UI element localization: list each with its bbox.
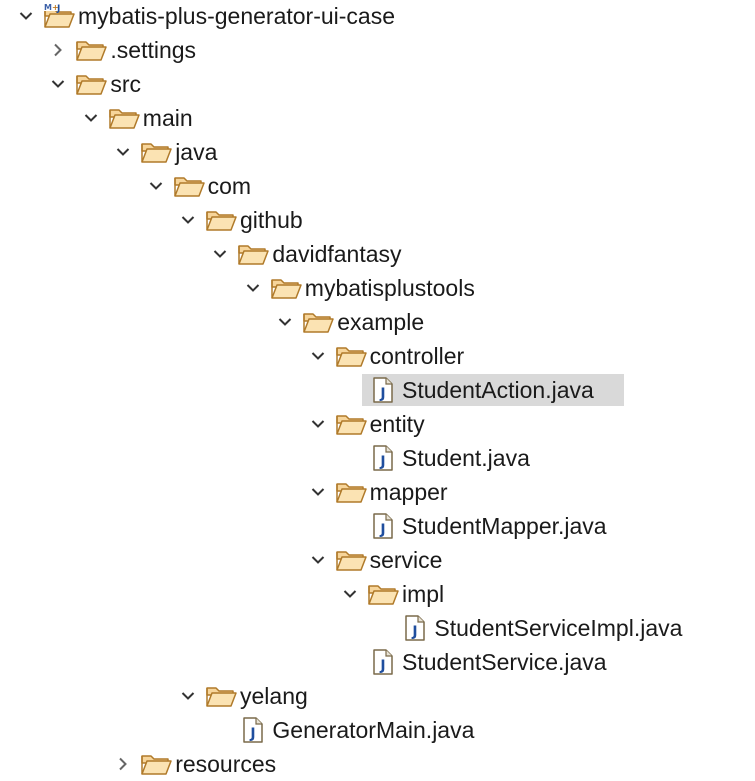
folder-open-icon: [139, 750, 173, 778]
chevron-down-icon[interactable]: [277, 314, 293, 330]
tree-item-label[interactable]: com: [207, 173, 252, 199]
tree-item-folder[interactable]: service: [0, 543, 755, 577]
chevron-right-icon[interactable]: [115, 756, 131, 772]
folder-open-icon: [334, 478, 368, 506]
tree-item-project[interactable]: M + J mybatis-plus-generator-ui-case: [0, 0, 755, 33]
chevron-down-icon[interactable]: [115, 144, 131, 160]
tree-item-folder[interactable]: entity: [0, 407, 755, 441]
chevron-down-icon[interactable]: [83, 110, 99, 126]
folder-open-icon: [204, 206, 238, 234]
tree-item-file[interactable]: J StudentService.java: [0, 645, 755, 679]
tree-item-label[interactable]: .settings: [110, 37, 197, 63]
tree-item-label[interactable]: StudentMapper.java: [402, 513, 607, 539]
tree-item-folder[interactable]: com: [0, 169, 755, 203]
java-project-icon: M + J: [42, 2, 76, 30]
svg-text:J: J: [379, 522, 385, 538]
folder-open-icon: [334, 546, 368, 574]
svg-text:J: J: [56, 4, 60, 14]
java-file-icon: J: [366, 376, 400, 404]
chevron-right-icon[interactable]: [50, 42, 66, 58]
tree-item-label[interactable]: impl: [402, 581, 445, 607]
tree-item-label[interactable]: service: [369, 547, 443, 573]
chevron-down-icon[interactable]: [310, 552, 326, 568]
chevron-down-icon[interactable]: [212, 246, 228, 262]
chevron-down-icon[interactable]: [148, 178, 164, 194]
tree-item-label[interactable]: mybatisplustools: [304, 275, 475, 301]
chevron-down-icon[interactable]: [18, 8, 34, 24]
tree-item-label[interactable]: mapper: [369, 479, 448, 505]
tree-item-label[interactable]: entity: [369, 411, 425, 437]
tree-item-label[interactable]: GeneratorMain.java: [272, 717, 475, 743]
tree-item-file[interactable]: J Student.java: [0, 441, 755, 475]
tree-item-label[interactable]: example: [337, 309, 425, 335]
tree-item-folder[interactable]: davidfantasy: [0, 237, 755, 271]
tree-item-label[interactable]: controller: [369, 343, 465, 369]
svg-text:+: +: [52, 3, 59, 12]
java-file-icon: J: [236, 716, 270, 744]
tree-item-file[interactable]: J StudentMapper.java: [0, 509, 755, 543]
folder-open-icon: [74, 70, 108, 98]
tree-item-label[interactable]: java: [175, 139, 218, 165]
java-file-icon: J: [366, 444, 400, 472]
tree-item-label[interactable]: main: [142, 105, 193, 131]
tree-item-label[interactable]: yelang: [240, 683, 308, 709]
tree-item-file[interactable]: J GeneratorMain.java: [0, 713, 755, 747]
svg-text:M: M: [44, 3, 52, 12]
svg-text:J: J: [379, 386, 385, 402]
tree-item-folder[interactable]: java: [0, 135, 755, 169]
tree-item-folder[interactable]: resources: [0, 747, 755, 781]
folder-open-icon: [139, 138, 173, 166]
tree-item-folder[interactable]: example: [0, 305, 755, 339]
folder-open-icon: [301, 308, 335, 336]
java-file-icon: J: [398, 614, 432, 642]
folder-open-icon: [107, 104, 141, 132]
folder-open-icon: [366, 580, 400, 608]
chevron-down-icon[interactable]: [180, 212, 196, 228]
java-file-icon: J: [366, 648, 400, 676]
tree-item-label[interactable]: StudentServiceImpl.java: [434, 615, 683, 641]
tree-item-label[interactable]: src: [110, 71, 142, 97]
chevron-down-icon[interactable]: [342, 586, 358, 602]
tree-item-label[interactable]: StudentAction.java: [402, 377, 594, 403]
tree-item-folder[interactable]: github: [0, 203, 755, 237]
chevron-down-icon[interactable]: [180, 688, 196, 704]
tree-item-folder[interactable]: main: [0, 101, 755, 135]
selection-highlight: [362, 374, 624, 406]
svg-text:J: J: [250, 726, 256, 742]
svg-text:J: J: [379, 658, 385, 674]
chevron-down-icon[interactable]: [50, 76, 66, 92]
chevron-down-icon[interactable]: [310, 484, 326, 500]
folder-open-icon: [236, 240, 270, 268]
svg-text:J: J: [379, 454, 385, 470]
folder-open-icon: [269, 274, 303, 302]
folder-open-icon: [74, 36, 108, 64]
tree-item-folder[interactable]: src: [0, 67, 755, 101]
tree-item-folder[interactable]: .settings: [0, 33, 755, 67]
svg-text:J: J: [412, 624, 418, 640]
folder-open-icon: [334, 342, 368, 370]
java-file-icon: J: [366, 512, 400, 540]
chevron-down-icon[interactable]: [310, 348, 326, 364]
tree-item-label[interactable]: mybatis-plus-generator-ui-case: [78, 3, 396, 29]
folder-open-icon: [204, 682, 238, 710]
tree-item-label[interactable]: resources: [175, 751, 277, 777]
tree-item-label[interactable]: StudentService.java: [402, 649, 607, 675]
chevron-down-icon[interactable]: [310, 416, 326, 432]
tree-item-folder[interactable]: mybatisplustools: [0, 271, 755, 305]
tree-item-folder[interactable]: controller: [0, 339, 755, 373]
tree-item-label[interactable]: davidfantasy: [272, 241, 402, 267]
tree-item-folder[interactable]: mapper: [0, 475, 755, 509]
folder-open-icon: [334, 410, 368, 438]
tree-item-label[interactable]: github: [240, 207, 303, 233]
tree-item-file[interactable]: J StudentServiceImpl.java: [0, 611, 755, 645]
tree-item-file[interactable]: J StudentAction.java: [0, 373, 755, 407]
tree-item-folder[interactable]: yelang: [0, 679, 755, 713]
tree-item-folder[interactable]: impl: [0, 577, 755, 611]
folder-open-icon: [172, 172, 206, 200]
tree-item-label[interactable]: Student.java: [402, 445, 530, 471]
chevron-down-icon[interactable]: [245, 280, 261, 296]
